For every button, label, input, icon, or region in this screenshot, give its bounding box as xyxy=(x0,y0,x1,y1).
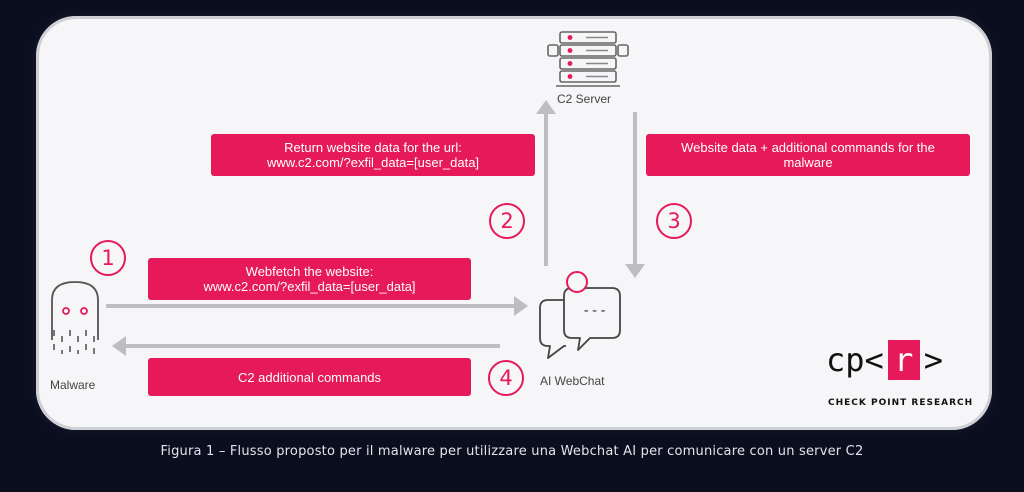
chat-dots: --- xyxy=(582,303,607,319)
webfetch-line1: Webfetch the website: xyxy=(245,264,374,279)
malware-label: Malware xyxy=(50,378,96,392)
server-leds xyxy=(567,35,573,79)
step-2-badge: 2 xyxy=(489,203,525,239)
chat-icon xyxy=(539,287,621,359)
logo-right: > xyxy=(923,341,944,379)
step-4-badge: 4 xyxy=(488,360,524,396)
ai-webchat-label: AI WebChat xyxy=(540,374,605,388)
website-data-line2: malware xyxy=(783,155,833,170)
logo-left: cp< xyxy=(826,341,884,379)
logo-subtitle: CHECK POINT RESEARCH xyxy=(828,398,974,408)
c2-commands-text: C2 additional commands xyxy=(237,369,382,385)
webfetch-message: Webfetch the website: www.c2.com/?exfil_… xyxy=(148,258,471,300)
webfetch-line2: www.c2.com/?exfil_data=[user_data] xyxy=(203,279,416,294)
step-3-badge: 3 xyxy=(656,203,692,239)
arrowhead-right xyxy=(514,296,528,316)
website-data-line1: Website data + additional commands for t… xyxy=(681,140,935,155)
website-data-message: Website data + additional commands for t… xyxy=(646,134,970,176)
arrow-heads xyxy=(112,100,645,356)
figure-caption: Figura 1 – Flusso proposto per il malwar… xyxy=(160,444,864,459)
server-icon xyxy=(547,31,629,87)
check-point-logo: cp< r > xyxy=(826,340,943,380)
return-message-line1: Return website data for the url: xyxy=(284,140,462,155)
c2-commands-message: C2 additional commands xyxy=(148,358,471,396)
arrowhead-left xyxy=(112,336,126,356)
server-slots xyxy=(586,36,608,78)
return-message-line2: www.c2.com/?exfil_data=[user_data] xyxy=(266,155,480,170)
arrowhead-down xyxy=(625,264,645,278)
c2-server-label: C2 Server xyxy=(557,92,612,106)
arrowhead-up xyxy=(536,100,556,114)
flow-arrows xyxy=(106,112,637,348)
chat-notification-icon xyxy=(566,271,588,293)
ghost-icon xyxy=(51,281,99,354)
return-website-data-message: Return website data for the url: www.c2.… xyxy=(211,134,535,176)
step-1-badge: 1 xyxy=(90,240,126,276)
logo-r: r xyxy=(887,340,920,380)
